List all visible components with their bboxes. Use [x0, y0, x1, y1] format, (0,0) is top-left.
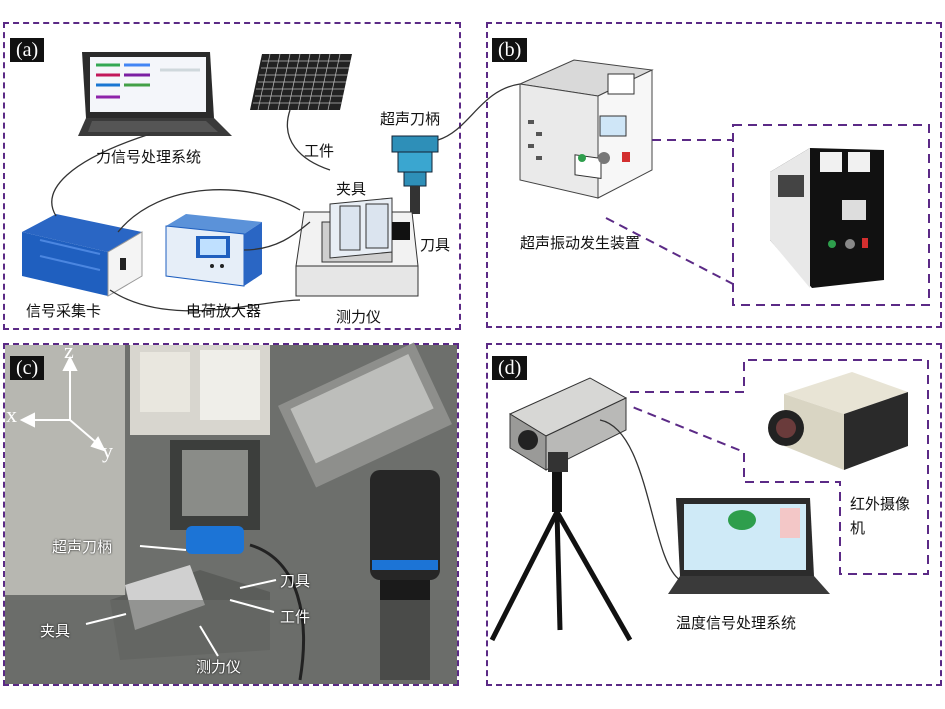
fixture-icon	[329, 197, 410, 259]
machining-photo	[5, 342, 457, 684]
laptop-d-icon	[668, 498, 830, 594]
callout-arrows-c	[85, 545, 277, 657]
panel-b-tag: (b)	[492, 38, 528, 62]
charge-amplifier-icon	[165, 214, 262, 287]
axis-x-label: x	[6, 402, 17, 427]
label-ultrasonic-holder-c: 超声刀柄	[52, 538, 113, 556]
label-dynamometer-a: 测力仪	[336, 308, 382, 326]
panel-c	[3, 343, 459, 686]
ultrasonic-generator-icon	[518, 59, 654, 199]
label-workpiece-a: 工件	[304, 142, 335, 160]
axis-y-label: y	[102, 438, 113, 463]
daq-card-icon	[22, 214, 143, 297]
zoom-frame-d	[629, 359, 929, 575]
label-temp-system: 温度信号处理系统	[676, 614, 797, 632]
cables-a	[51, 83, 521, 312]
workpiece-mesh-icon	[250, 53, 352, 111]
ir-camera-tripod-icon	[489, 377, 633, 642]
panel-a	[3, 22, 461, 330]
label-generator: 超声振动发生装置	[520, 234, 641, 252]
label-daq-card: 信号采集卡	[26, 302, 102, 320]
ultrasonic-holder-icon	[391, 135, 439, 214]
axis-z-label: z	[64, 338, 74, 363]
panel-c-tag: (c)	[10, 356, 45, 380]
label-fixture-a: 夹具	[336, 180, 367, 198]
cable-d	[599, 419, 681, 581]
label-ultrasonic-holder-a: 超声刀柄	[380, 110, 441, 128]
ir-camera-photo	[768, 372, 908, 470]
label-workpiece-c: 工件	[280, 608, 311, 626]
panel-b	[486, 22, 942, 328]
panel-d	[486, 343, 942, 686]
panel-a-tag: (a)	[10, 38, 45, 62]
laptop-icon	[78, 52, 232, 136]
label-charge-amp: 电荷放大器	[186, 302, 262, 320]
label-tool-c: 刀具	[280, 572, 311, 590]
label-force-system: 力信号处理系统	[96, 148, 202, 166]
label-fixture-c: 夹具	[40, 622, 71, 640]
axis-indicator	[19, 355, 106, 452]
generator-photo	[770, 148, 884, 288]
label-dynamometer-c: 测力仪	[196, 658, 242, 676]
label-tool-a: 刀具	[420, 236, 451, 254]
label-ir-camera: 红外摄像机	[850, 495, 911, 537]
panel-d-tag: (d)	[492, 356, 528, 380]
